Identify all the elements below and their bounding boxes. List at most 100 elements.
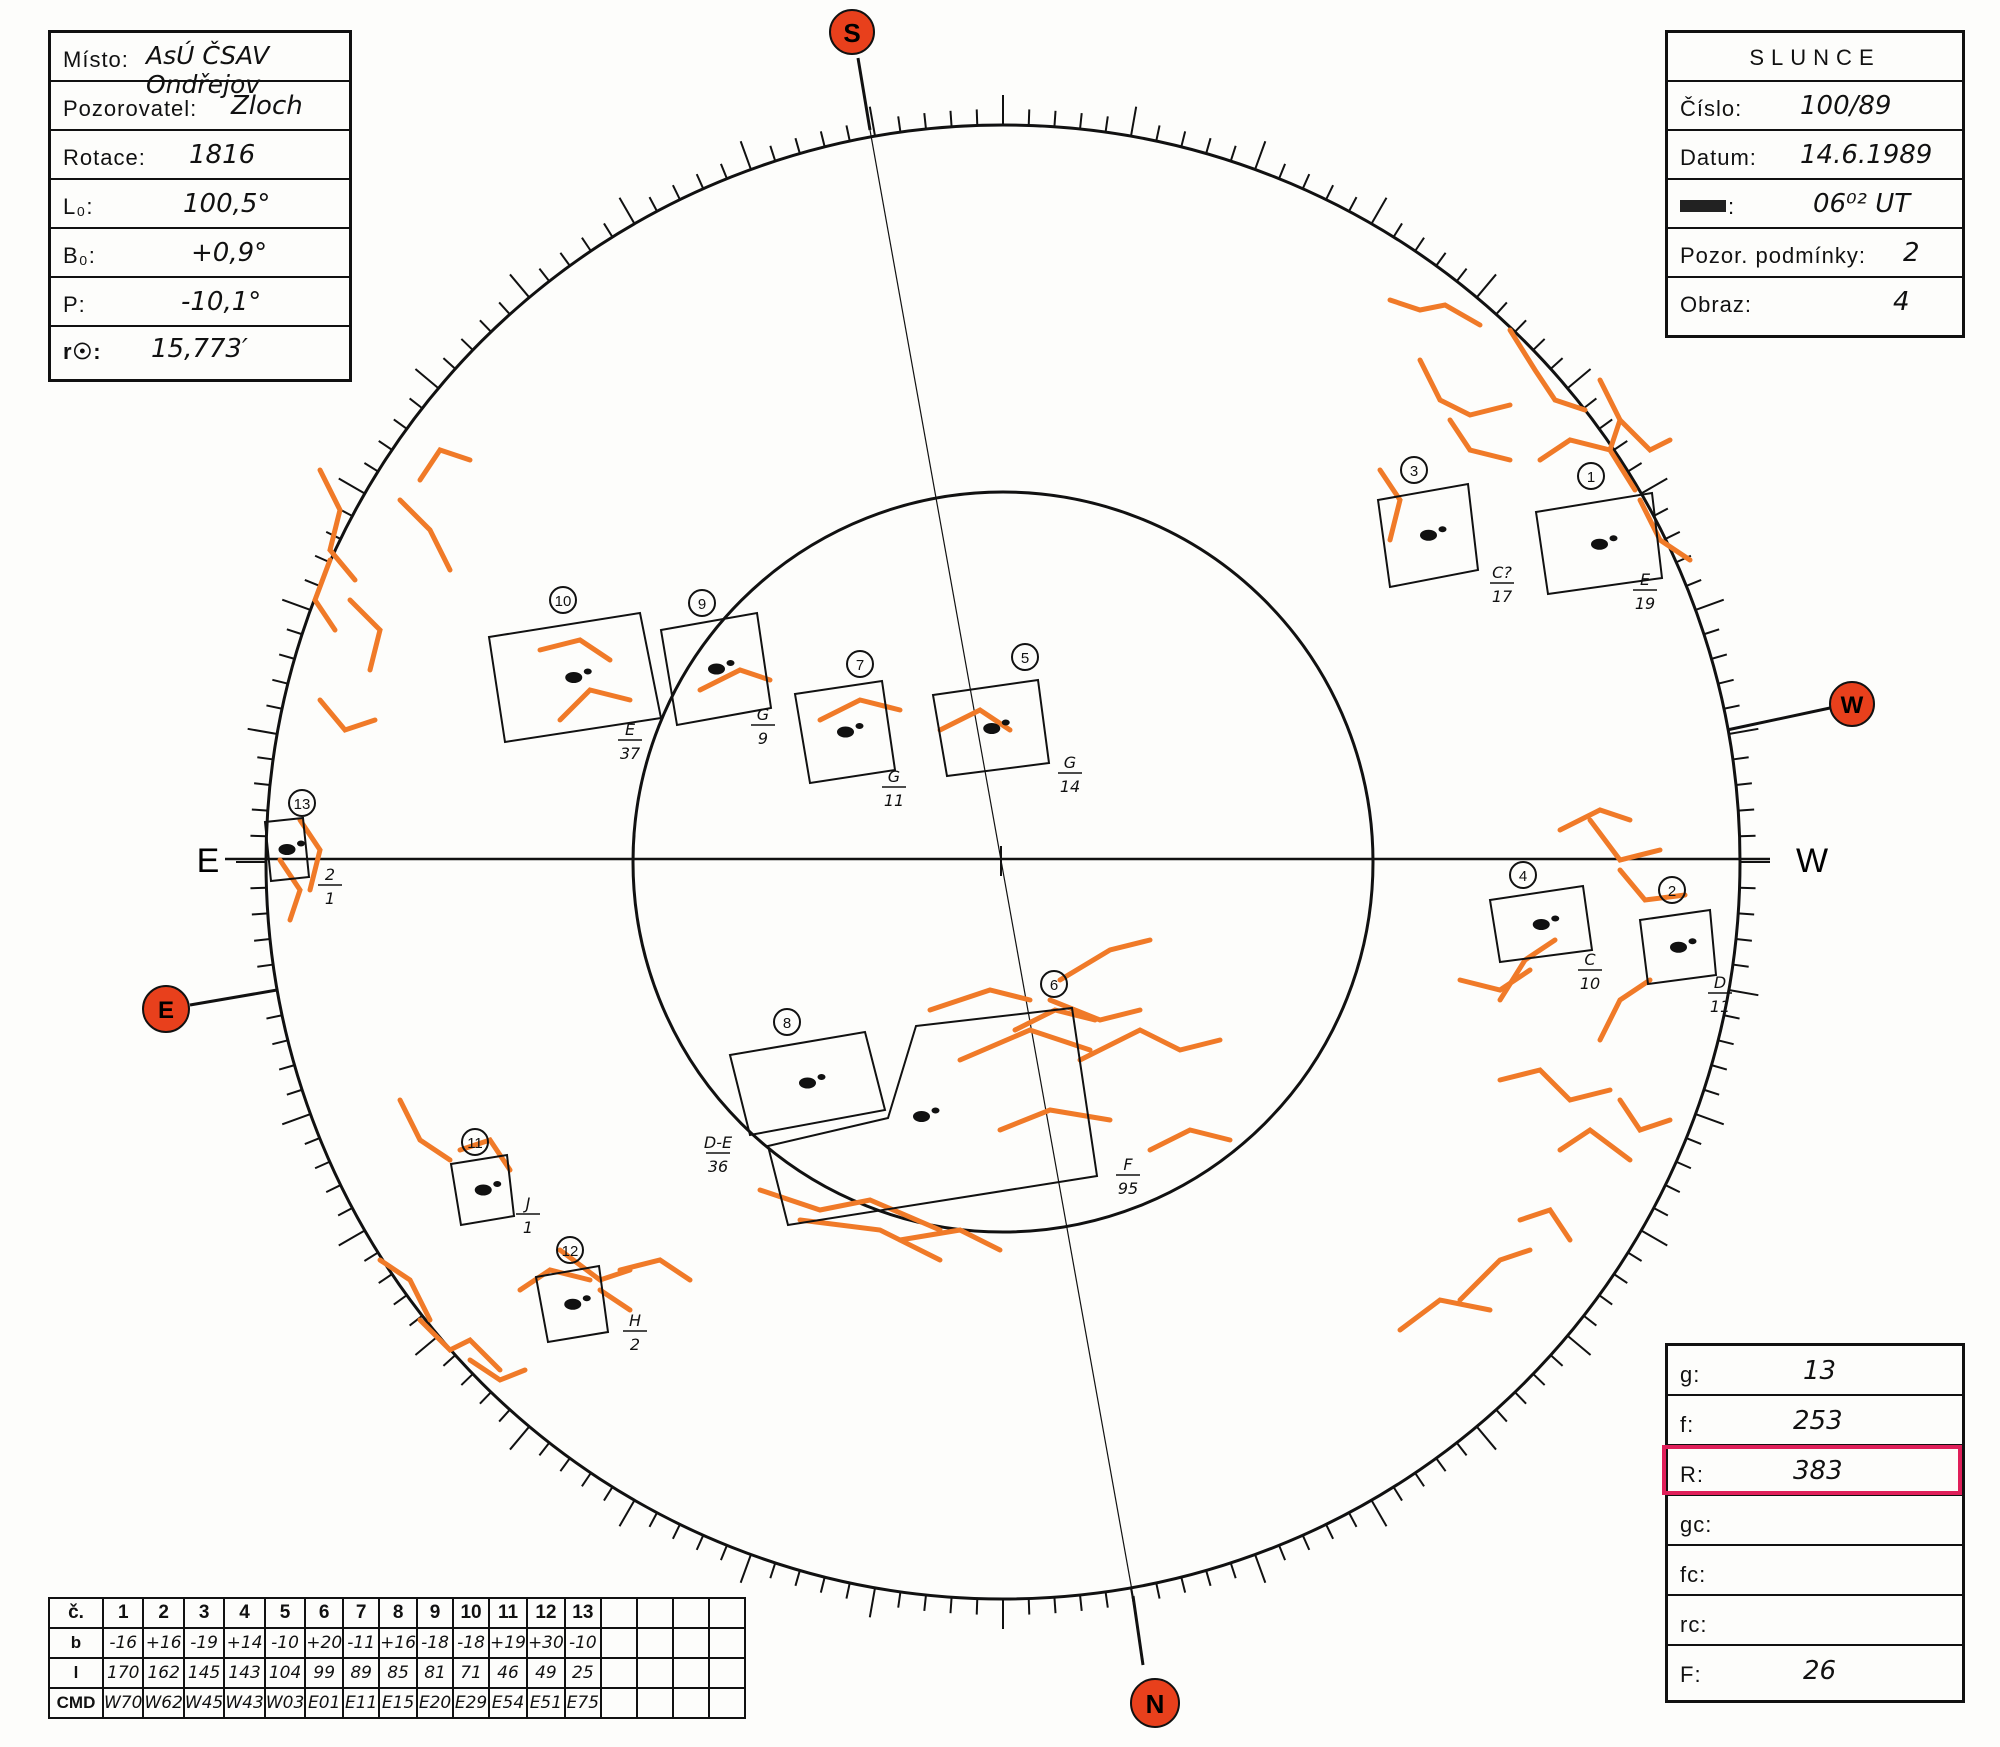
facula-streak [312, 557, 338, 633]
scale-tick [719, 163, 728, 180]
scale-tick [251, 912, 268, 916]
table-cell [599, 1627, 638, 1659]
scale-tick [819, 131, 826, 148]
scale-tick [1613, 1273, 1628, 1284]
slunce-title: SLUNCE [1749, 45, 1881, 70]
scale-tick [1348, 196, 1358, 212]
rotace-value: 1816 [189, 140, 256, 170]
scale-tick [975, 109, 979, 126]
group-number: 9 [698, 596, 706, 613]
l0-label: L₀: [63, 194, 94, 219]
scale-tick [739, 140, 752, 170]
scale-tick [1079, 1594, 1083, 1611]
group-class: J [523, 1194, 531, 1213]
table-cell: 6 [304, 1597, 345, 1629]
group-number: 6 [1050, 977, 1058, 994]
facula-streak [1397, 1297, 1493, 1333]
scale-tick [1627, 1251, 1643, 1262]
scale-tick [1583, 1314, 1597, 1327]
compass-n: N [1130, 1678, 1180, 1728]
facula-streak [1587, 817, 1663, 863]
group-number-circle [461, 1128, 489, 1156]
table-cell: 46 [488, 1657, 528, 1689]
scale-tick [1640, 1229, 1668, 1247]
table-cell: +30 [525, 1627, 566, 1659]
table-cell [671, 1627, 710, 1659]
fc-label: fc: [1680, 1562, 1707, 1587]
scale-tick [1514, 319, 1527, 333]
compass-w-marker-label: W [1841, 692, 1864, 719]
scale-tick [1664, 1184, 1681, 1193]
table-cell: 10 [452, 1597, 491, 1629]
facula-streak [1617, 867, 1688, 903]
scale-tick [393, 418, 408, 430]
scale-tick [603, 1486, 614, 1502]
scale-tick [1129, 106, 1138, 137]
compass-s-marker [829, 9, 875, 55]
scale-tick [460, 338, 474, 351]
group-number-circle [773, 1008, 801, 1036]
scale-tick [278, 653, 295, 660]
group-number-circle [1658, 876, 1686, 904]
facula-streak [1457, 1247, 1533, 1303]
table-cell: 12 [525, 1597, 566, 1629]
scale-tick [479, 319, 492, 333]
scale-tick [1532, 338, 1546, 351]
podminky-label: Pozor. podmínky: [1680, 243, 1866, 268]
group-number-circle [1400, 456, 1428, 484]
table-row-label: č. [48, 1597, 104, 1629]
facula-streak [1077, 1027, 1223, 1063]
facula-streak [417, 447, 473, 483]
facula-streak [1497, 937, 1558, 1003]
table-cell [599, 1657, 638, 1689]
scale-tick [254, 938, 271, 942]
scale-tick [559, 252, 571, 267]
compass-s-label: S [843, 18, 860, 48]
facula-streak [897, 1227, 1003, 1253]
group-number: 10 [555, 593, 572, 610]
cislo-value: 100/89 [1800, 91, 1892, 121]
table-cell: +16 [142, 1627, 185, 1659]
scale-tick [1104, 116, 1109, 133]
gc-label: gc: [1680, 1512, 1713, 1537]
scale-tick [1027, 1598, 1031, 1615]
scale-tick [1301, 173, 1311, 190]
sunspot [1591, 538, 1608, 550]
table-cell: 4 [223, 1597, 266, 1629]
scale-tick [1732, 756, 1749, 761]
scale-tick [1514, 1391, 1527, 1405]
table-cell: E29 [452, 1687, 491, 1719]
group-class: G [1064, 753, 1076, 772]
group-class: D-E [704, 1133, 733, 1152]
scale-tick [338, 477, 366, 495]
facula-streak [1557, 807, 1633, 833]
scale-tick [1435, 1457, 1447, 1472]
g-label: g: [1680, 1362, 1701, 1387]
scale-tick [1495, 301, 1508, 315]
scale-tick [1414, 1472, 1425, 1487]
facula-streak [417, 1317, 503, 1373]
scale-tick [1550, 357, 1564, 370]
scale-tick [1475, 1425, 1497, 1451]
scale-tick [378, 440, 393, 451]
scale-tick [393, 1294, 408, 1306]
misto-value: AsÚ ČSAV Ondřejov [146, 41, 270, 99]
scale-tick [1254, 140, 1267, 170]
table-cell: 2 [142, 1597, 185, 1629]
table-cell: 89 [342, 1657, 381, 1689]
f-value: 253 [1793, 1406, 1843, 1436]
scale-tick [1732, 963, 1749, 968]
scale-tick [648, 196, 658, 212]
r-row: R: 383 [1668, 1446, 1962, 1496]
p-row: P: -10,1° [51, 278, 349, 327]
scale-tick [769, 1562, 777, 1579]
sunspot [583, 668, 592, 675]
compass-w-marker-group: W [1829, 681, 1875, 727]
table-cell: 81 [416, 1657, 455, 1689]
group-number-circle [846, 650, 874, 678]
table-cell: E51 [525, 1687, 566, 1719]
scale-tick [1723, 1014, 1740, 1020]
scale-tick [1739, 834, 1756, 838]
